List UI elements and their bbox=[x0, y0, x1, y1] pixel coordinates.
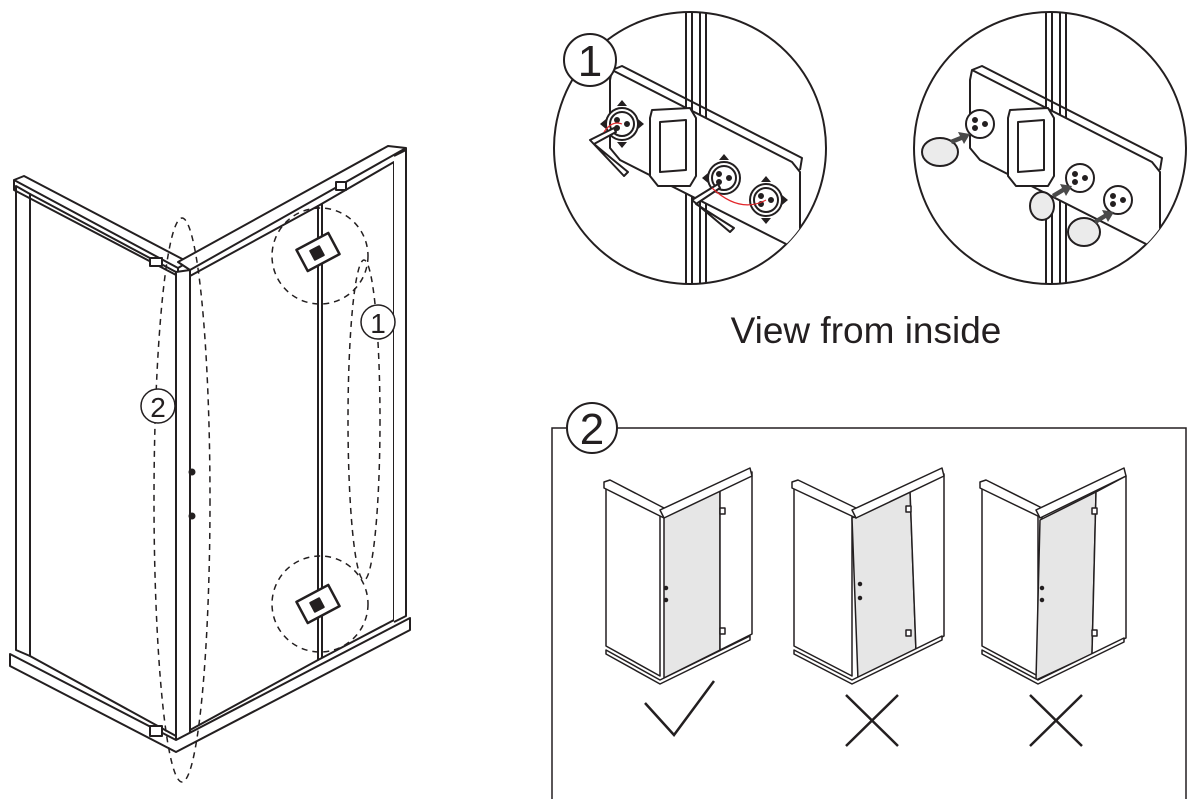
adjust-arrows bbox=[600, 100, 788, 224]
cross-mark-2 bbox=[1029, 694, 1083, 747]
hinge-knuckle-2 bbox=[1007, 107, 1055, 187]
screw-hole-right bbox=[1103, 185, 1133, 215]
cross-mark-1 bbox=[845, 694, 899, 747]
hinge-side-highlight bbox=[347, 259, 381, 581]
callout-2-panel-label: 2 bbox=[580, 405, 604, 454]
side-panel bbox=[15, 185, 31, 657]
handle-knob-bottom bbox=[188, 512, 196, 520]
hex-key-path-left bbox=[603, 122, 623, 133]
door-glass-correct bbox=[663, 487, 721, 679]
view-caption: View from inside bbox=[731, 310, 1002, 351]
door-glass-wrong-2 bbox=[1035, 491, 1097, 681]
hex-key-left bbox=[589, 127, 629, 177]
callout-2-label: 2 bbox=[150, 392, 166, 423]
callout-1-label: 1 bbox=[370, 308, 386, 339]
hinge-top-highlight bbox=[271, 207, 369, 305]
alignment-panel-frame bbox=[551, 427, 1187, 799]
base-tray bbox=[9, 617, 411, 753]
highlight-outlines bbox=[153, 207, 381, 783]
hex-key-right bbox=[691, 183, 735, 233]
hex-key-path-right bbox=[711, 187, 767, 206]
enclosure-wrong-1 bbox=[791, 467, 945, 685]
enclosure-correct bbox=[603, 467, 753, 685]
screw-hole-mid bbox=[1065, 163, 1095, 193]
callout-1-detail: 1 bbox=[563, 33, 617, 87]
cover-cap-3 bbox=[1067, 217, 1101, 247]
hinge-knuckle bbox=[649, 107, 697, 187]
cover-cap-1 bbox=[921, 137, 959, 167]
cover-cap-2 bbox=[1029, 191, 1055, 221]
handle-knob-top bbox=[188, 468, 196, 476]
callout-2-enclosure: 2 bbox=[140, 388, 176, 424]
hinge-bottom-highlight bbox=[271, 555, 369, 653]
alignment-highlight bbox=[153, 217, 211, 783]
check-mark bbox=[644, 680, 716, 737]
insert-arrows bbox=[950, 132, 1114, 224]
detail-insert-caps bbox=[913, 11, 1187, 285]
callout-1-detail-label: 1 bbox=[578, 37, 602, 86]
callout-1-enclosure: 1 bbox=[360, 304, 396, 340]
corner-post bbox=[175, 269, 191, 741]
alignment-panel: 2 bbox=[551, 402, 1187, 799]
enclosure-wrong-2 bbox=[979, 467, 1127, 685]
detail-adjust-hinge: 1 bbox=[553, 11, 827, 285]
callout-2-panel: 2 bbox=[566, 402, 618, 454]
screw-hole-left bbox=[965, 109, 995, 139]
